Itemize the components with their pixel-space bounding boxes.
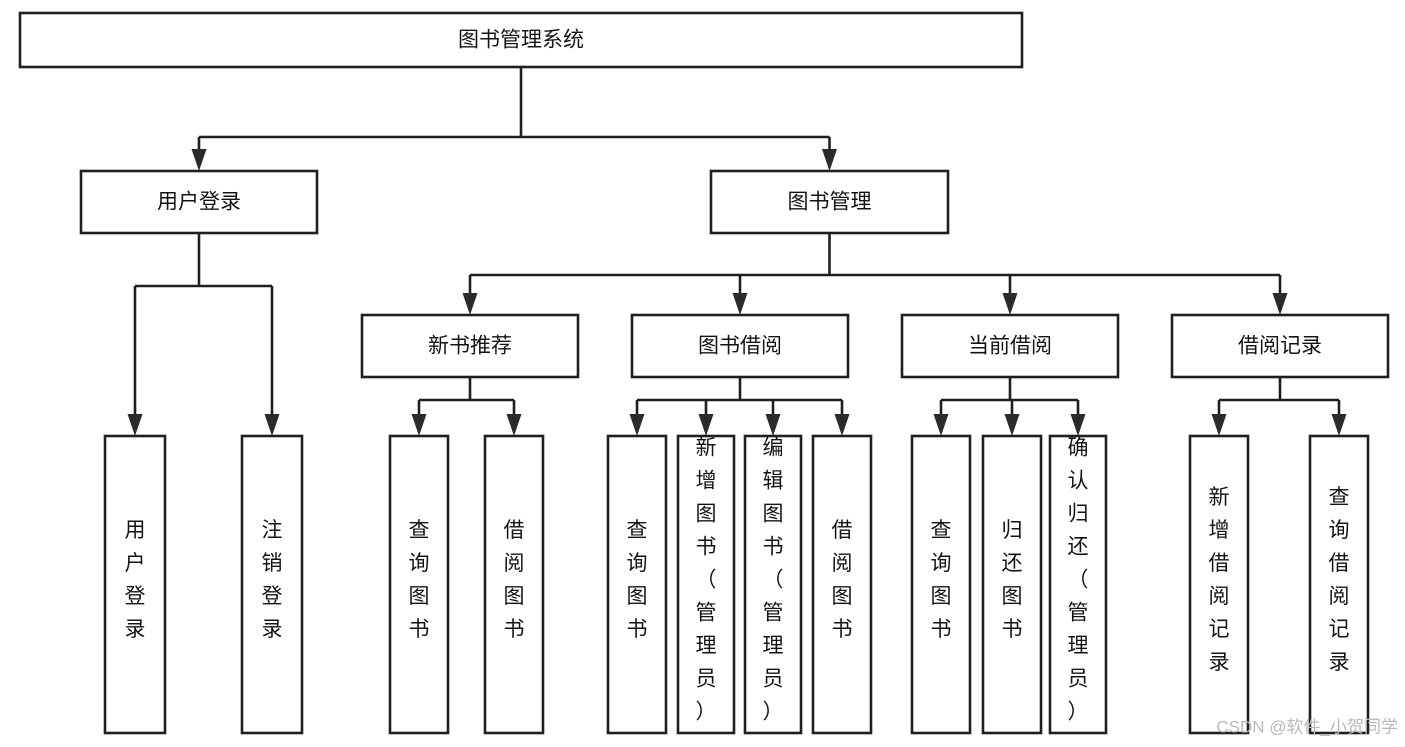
arrow-head-icon	[1002, 293, 1018, 315]
node-label: 用户登录	[157, 191, 241, 214]
arrow-head-icon	[462, 293, 478, 315]
node-label: 用户登录	[125, 519, 146, 641]
level3-node-new-book-recommend[interactable]: 新书推荐	[360, 313, 580, 379]
arrow-head-icon	[933, 414, 949, 436]
connector-lines	[127, 67, 1347, 436]
node-label: 借阅记录	[1238, 335, 1322, 358]
arrow-head-icon	[834, 414, 850, 436]
node-label: 借阅图书	[504, 519, 525, 641]
leaf-node-leaf-query-book-3[interactable]: 查询图书	[910, 434, 972, 735]
arrow-head-icon	[822, 149, 837, 171]
node-label: 查询图书	[931, 519, 952, 641]
node-label: 确认归还（管理员）	[1068, 437, 1089, 724]
arrow-head-icon	[1272, 293, 1288, 315]
arrow-head-icon	[1331, 414, 1347, 436]
arrow-head-icon	[1070, 414, 1086, 436]
level3-node-book-borrow[interactable]: 图书借阅	[630, 313, 850, 379]
level3-node-current-borrow[interactable]: 当前借阅	[900, 313, 1120, 379]
node-label: 新书推荐	[428, 335, 512, 358]
leaf-node-leaf-query-book-1[interactable]: 查询图书	[388, 434, 450, 735]
node-boxes: 图书管理系统用户登录图书管理新书推荐图书借阅当前借阅借阅记录用户登录注销登录查询…	[18, 11, 1390, 735]
node-label: 图书管理系统	[458, 29, 584, 52]
node-label: 图书管理	[788, 191, 872, 214]
arrow-head-icon	[1004, 414, 1020, 436]
arrow-head-icon	[411, 414, 427, 436]
arrow-head-icon	[264, 414, 280, 436]
arrow-head-icon	[629, 414, 645, 436]
leaf-node-leaf-borrow-book-2[interactable]: 借阅图书	[811, 434, 873, 735]
leaf-node-leaf-user-logout[interactable]: 注销登录	[240, 434, 304, 735]
arrow-head-icon	[698, 414, 714, 436]
level2-node-book-management[interactable]: 图书管理	[709, 169, 950, 235]
leaf-node-leaf-return-book[interactable]: 归还图书	[981, 434, 1043, 735]
arrow-head-icon	[127, 414, 143, 436]
node-label: 注销登录	[262, 519, 283, 641]
root-node-book-management-system[interactable]: 图书管理系统	[18, 11, 1024, 69]
node-label: 查询图书	[409, 519, 430, 641]
leaf-node-leaf-edit-book[interactable]: 编辑图书（管理员）	[743, 434, 803, 735]
node-label: 图书借阅	[698, 335, 782, 358]
leaf-node-leaf-query-record[interactable]: 查询借阅记录	[1308, 434, 1370, 735]
arrow-head-icon	[1211, 414, 1227, 436]
node-label: 当前借阅	[968, 335, 1052, 358]
node-label: 新增借阅记录	[1209, 486, 1230, 674]
node-label: 查询图书	[627, 519, 648, 641]
node-label: 编辑图书（管理员）	[763, 437, 784, 724]
arrow-head-icon	[191, 149, 207, 171]
leaf-node-leaf-borrow-book-1[interactable]: 借阅图书	[483, 434, 545, 735]
leaf-node-leaf-add-book[interactable]: 新增图书（管理员）	[676, 434, 736, 735]
node-label: 新增图书（管理员）	[696, 437, 717, 724]
arrow-head-icon	[765, 414, 781, 436]
level2-node-user-login[interactable]: 用户登录	[79, 169, 319, 235]
level3-node-borrow-record[interactable]: 借阅记录	[1170, 313, 1390, 379]
leaf-node-leaf-user-login[interactable]: 用户登录	[103, 434, 167, 735]
arrow-head-icon	[506, 414, 522, 436]
arrow-head-icon	[732, 293, 748, 315]
leaf-node-leaf-confirm-return[interactable]: 确认归还（管理员）	[1048, 434, 1108, 735]
node-label: 借阅图书	[832, 519, 853, 641]
node-label: 查询借阅记录	[1329, 486, 1350, 674]
leaf-node-leaf-query-book-2[interactable]: 查询图书	[606, 434, 668, 735]
leaf-node-leaf-add-record[interactable]: 新增借阅记录	[1188, 434, 1250, 735]
csdn-watermark: CSDN @软件_小贺同学	[1216, 717, 1398, 736]
node-label: 归还图书	[1002, 519, 1023, 641]
